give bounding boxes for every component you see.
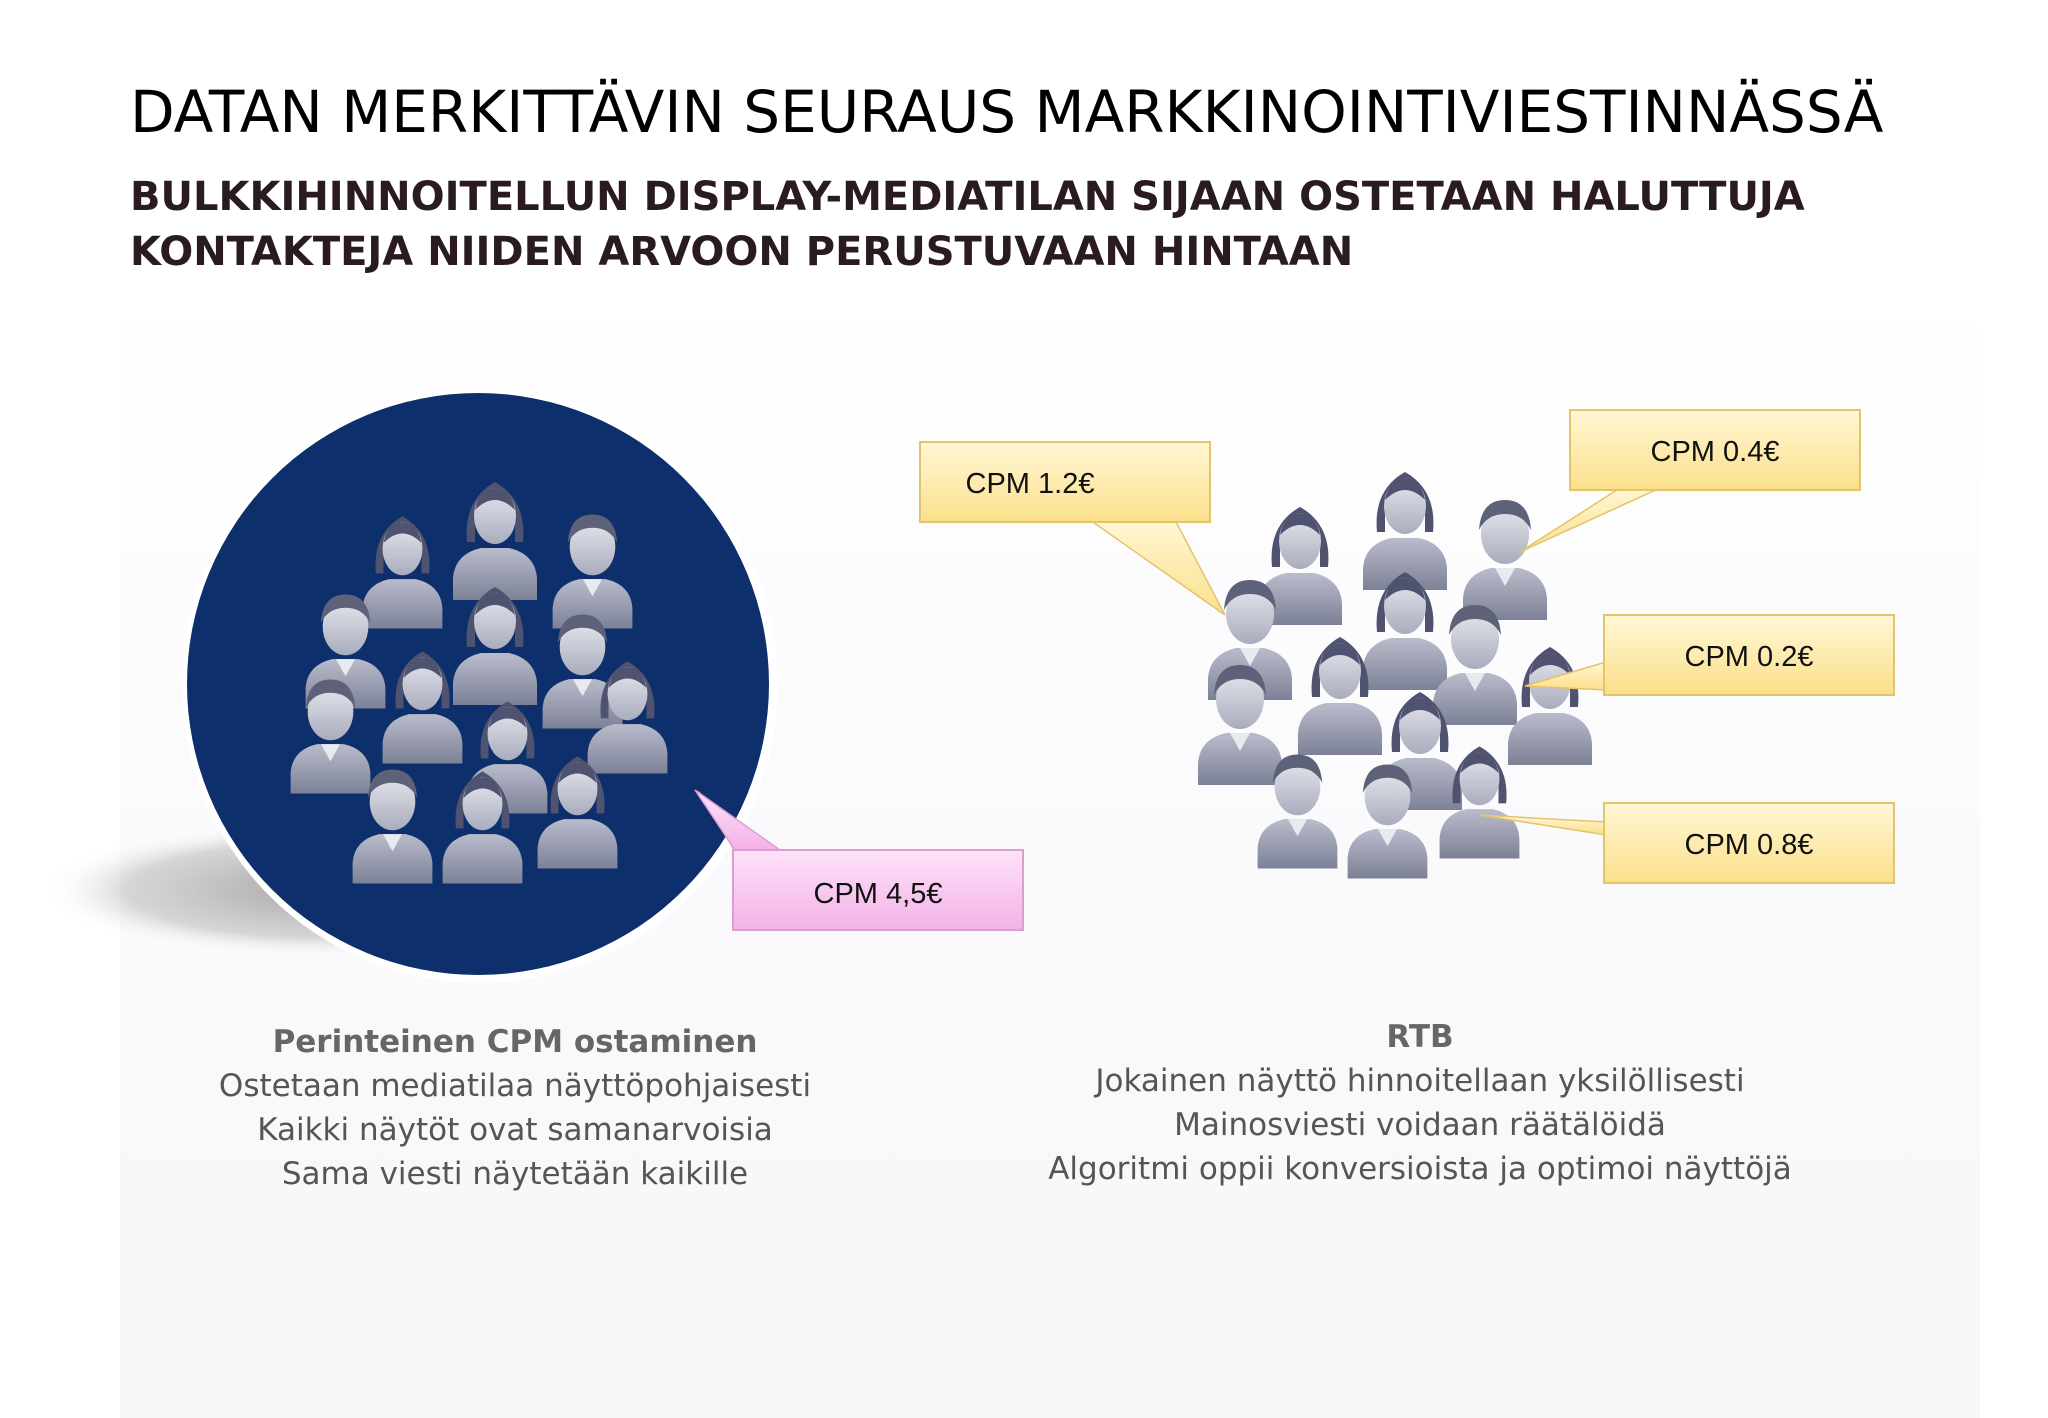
caption-rtb-heading: RTB — [1386, 1019, 1454, 1055]
subtitle-line-1: BULKKIHINNOITELLUN DISPLAY-MEDIATILAN SI… — [130, 174, 1805, 220]
caption-traditional-line-3: Sama viesti näytetään kaikille — [281, 1156, 749, 1192]
caption-traditional: Perinteinen CPM ostaminen Ostetaan media… — [165, 1020, 865, 1196]
callout-rtb-3-label: CPM 0.2€ — [1685, 641, 1814, 673]
caption-traditional-line-1: Ostetaan mediatilaa näyttöpohjaisesti — [218, 1068, 812, 1104]
callout-rtb-2: CPM 0.4€ — [1519, 409, 1861, 553]
callout-rtb-1: CPM 1.2€ — [919, 441, 1226, 616]
slide-subtitle: BULKKIHINNOITELLUN DISPLAY-MEDIATILAN SI… — [130, 170, 1950, 280]
right-group: CPM 1.2€ CPM 0.4€ CPM 0.2€ CPM 0.8€ — [919, 409, 1895, 884]
caption-traditional-line-2: Kaikki näytöt ovat samanarvoisia — [257, 1112, 773, 1148]
caption-rtb-line-2: Mainosviesti voidaan räätälöidä — [1174, 1107, 1666, 1143]
callout-left: CPM 4,5€ — [694, 789, 1024, 931]
slide-title: DATAN MERKITTÄVIN SEURAUS MARKKINOINTIVI… — [130, 78, 1884, 146]
callout-left-label: CPM 4,5€ — [814, 878, 943, 910]
callout-rtb-4-label: CPM 0.8€ — [1685, 829, 1814, 861]
caption-rtb-line-1: Jokainen näyttö hinnoitellaan yksilöllis… — [1095, 1063, 1745, 1099]
subtitle-line-2: KONTAKTEJA NIIDEN ARVOON PERUSTUVAAN HIN… — [130, 229, 1354, 275]
callout-rtb-3: CPM 0.2€ — [1524, 614, 1895, 696]
left-group: CPM 4,5€ — [40, 387, 1024, 983]
callout-rtb-4: CPM 0.8€ — [1479, 802, 1895, 884]
caption-rtb: RTB Jokainen näyttö hinnoitellaan yksilö… — [1030, 1015, 1810, 1191]
caption-rtb-line-3: Algoritmi oppii konversioista ja optimoi… — [1048, 1151, 1792, 1187]
callout-rtb-1-label: CPM 1.2€ — [966, 468, 1095, 500]
callout-rtb-2-label: CPM 0.4€ — [1651, 436, 1780, 468]
caption-traditional-heading: Perinteinen CPM ostaminen — [272, 1024, 758, 1060]
